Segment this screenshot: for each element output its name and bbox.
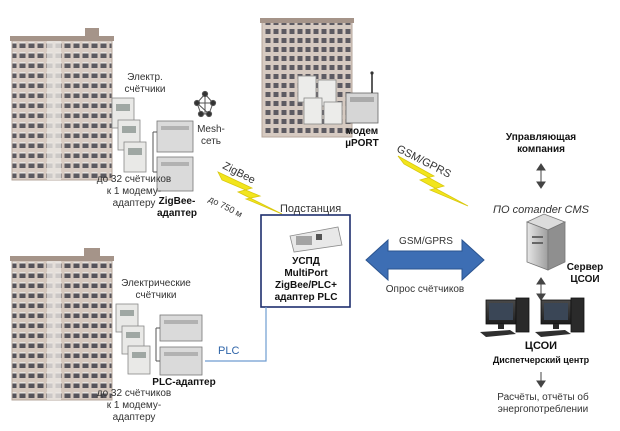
plc-adapter-device (155, 314, 203, 376)
bottom-meters-label-line-2: счётчики (135, 290, 177, 301)
management-company-line-1: Управляющая (505, 132, 577, 143)
mesh-label-line-1: Mesh- (197, 124, 225, 135)
uspd-label-line-3: ZigBee/PLC+ (275, 280, 337, 291)
modem-building-meters (297, 75, 343, 125)
bottom-capacity-line-2: к 1 модему- (106, 400, 162, 411)
top-capacity-line-1: до 32 счётчиков (96, 174, 172, 185)
uspd-label-line-1: УСПД (292, 256, 320, 267)
bottom-meters-label: Электрические счётчики (116, 278, 196, 302)
bottom-building (10, 248, 114, 401)
plc-link-label: PLC (218, 345, 240, 357)
zigbee-lightning-icon (217, 171, 283, 215)
mesh-network-icon (193, 90, 217, 118)
mesh-label-line-2: сеть (200, 136, 222, 147)
software-label: ПО comander CMS (493, 204, 589, 216)
bottom-capacity-label: до 32 счётчиков к 1 модему- адаптеру (86, 388, 182, 424)
bottom-capacity-line-3: адаптеру (112, 412, 156, 423)
substation-title: Подстанция (280, 203, 342, 215)
top-meters-label: Электр. счётчики (116, 72, 174, 96)
zigbee-adapter-line-2: адаптер (156, 208, 198, 219)
center-title: ЦСОИ (524, 340, 558, 352)
top-meters-label-line-2: счётчики (124, 84, 166, 95)
reports-label-line-1: Расчёты, отчёты об (497, 392, 589, 403)
top-building (10, 28, 114, 181)
modem-label-line-2: µPORT (345, 138, 379, 149)
main-link-bottom-label: Опрос счётчиков (385, 284, 465, 295)
top-capacity-line-3: адаптеру (112, 198, 156, 209)
top-capacity-line-2: к 1 модему- (106, 186, 162, 197)
zigbee-adapter-device (152, 120, 194, 192)
dispatch-center-label: Диспетчерский центр (492, 355, 590, 365)
server-icon (525, 213, 567, 271)
reports-label-line-2: энергопотреблении (497, 404, 589, 415)
top-capacity-label: до 32 счётчиков к 1 модему- адаптеру (86, 174, 182, 210)
bottom-capacity-line-1: до 32 счётчиков (96, 388, 172, 399)
top-meters-label-line-1: Электр. (127, 72, 163, 83)
bottom-meters (115, 303, 151, 375)
modem-label-line-1: модем (345, 126, 379, 137)
uspd-label: УСПД MultiPort ZigBee/PLC+ адаптер PLC (264, 256, 348, 304)
mesh-label: Mesh- сеть (190, 124, 232, 148)
gprs-lightning-icon (397, 155, 469, 207)
reports-label: Расчёты, отчёты об энергопотреблении (480, 392, 606, 416)
uspd-label-line-2: MultiPort (284, 268, 328, 279)
workstation-icon-2 (535, 297, 585, 337)
workstation-icon-1 (480, 297, 530, 337)
server-label: Сервер ЦСОИ (560, 262, 610, 286)
zigbee-adapter-line-1: ZigBee- (158, 196, 196, 207)
server-label-line-2: ЦСОИ (570, 274, 600, 285)
plc-adapter-label: PLC-адаптер (152, 377, 216, 388)
vertical-arrows (536, 163, 546, 388)
management-company-line-2: компания (517, 144, 565, 155)
modem-uport-device (345, 71, 379, 124)
zigbee-adapter-label: ZigBee- адаптер (151, 196, 203, 220)
server-label-line-1: Сервер (566, 262, 604, 273)
modem-label: модем µPORT (338, 126, 386, 150)
top-meters (111, 97, 147, 173)
gsm-gprs-double-arrow (365, 238, 485, 282)
uspd-device (289, 226, 343, 253)
uspd-label-line-4: адаптер PLC (274, 292, 338, 303)
plc-link-line (205, 307, 267, 362)
main-link-top-label: GSM/GPRS (399, 236, 453, 247)
bottom-meters-label-line-1: Электрические (121, 278, 191, 289)
management-company-label: Управляющая компания (500, 132, 582, 156)
